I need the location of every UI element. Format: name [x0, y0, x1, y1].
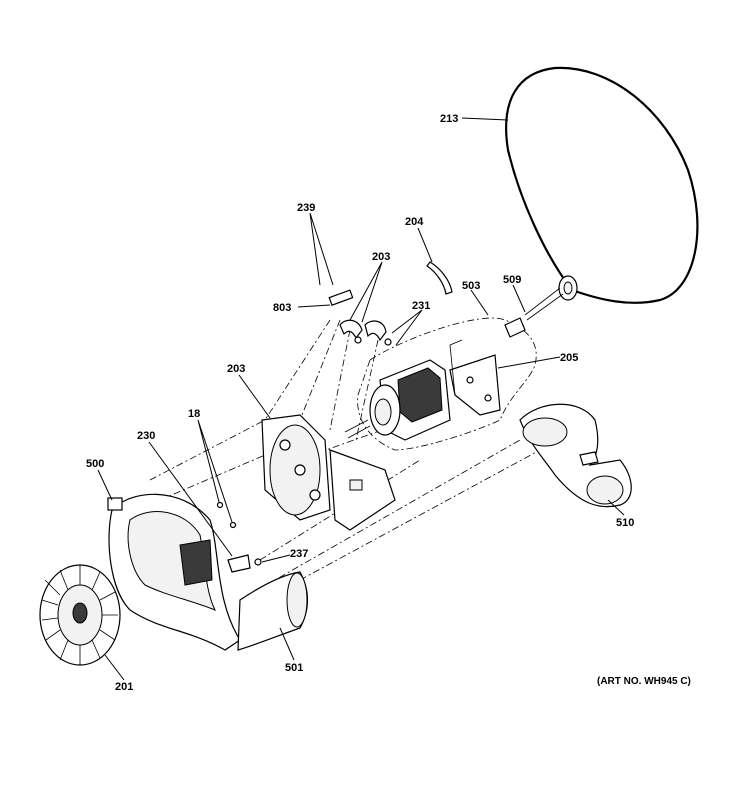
- callout-510: 510: [616, 517, 634, 529]
- callout-509: 509: [503, 274, 521, 286]
- exhaust-duct: [519, 403, 632, 508]
- callout-500: 500: [86, 458, 104, 470]
- blower-duct: [237, 571, 309, 651]
- callout-237: 237: [290, 548, 308, 560]
- blower-housing: [107, 493, 262, 651]
- callout-205: 205: [560, 352, 578, 364]
- leader-lines: [97, 117, 625, 681]
- callout-503: 503: [462, 280, 480, 292]
- idler-bracket: [449, 339, 501, 416]
- blower-back-plate: [261, 414, 396, 531]
- drive-motor: [344, 317, 526, 441]
- callout-18: 18: [188, 408, 200, 420]
- blower-wheel: [39, 564, 121, 666]
- callout-201: 201: [115, 681, 133, 693]
- art-number: (ART NO. WH945 C): [597, 676, 691, 687]
- callout-labels: 213 239 204 203 803 231 503 509 205 203 …: [86, 113, 691, 693]
- callout-803: 803: [273, 302, 291, 314]
- callout-204: 204: [405, 216, 424, 228]
- idler-pulley: [524, 275, 578, 321]
- callout-203-lower: 203: [227, 363, 245, 375]
- callout-230: 230: [137, 430, 155, 442]
- drive-belt: [505, 66, 699, 304]
- callout-203-upper: 203: [372, 251, 390, 263]
- motor-mount-hardware: [328, 289, 392, 346]
- motor-clamp-clip: [426, 261, 453, 295]
- callout-213: 213: [440, 113, 458, 125]
- callout-231: 231: [412, 300, 430, 312]
- callout-239: 239: [297, 202, 315, 214]
- callout-501: 501: [285, 662, 303, 674]
